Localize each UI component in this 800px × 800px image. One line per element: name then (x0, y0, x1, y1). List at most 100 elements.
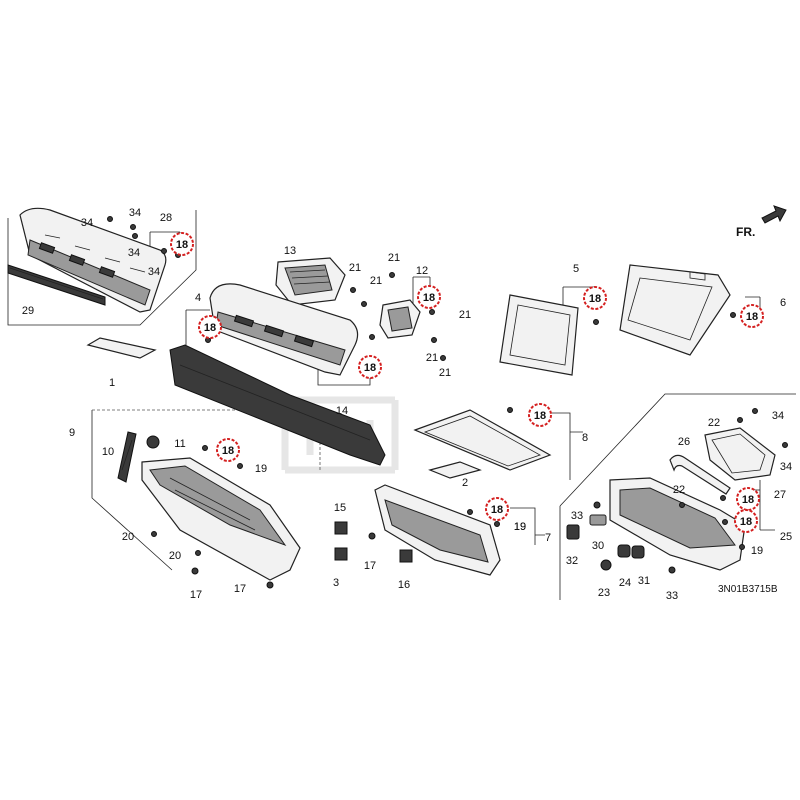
part-16-socket (399, 549, 413, 563)
part-12-vent (379, 299, 421, 339)
callout-21: 21 (349, 262, 361, 274)
callout-19: 19 (514, 521, 526, 533)
callout-18: 18 (589, 293, 601, 305)
callout-15: 15 (334, 502, 346, 514)
part-29-trim-strip (7, 264, 106, 306)
part-27-trim-bar (669, 454, 731, 495)
part-24-switch (617, 544, 631, 558)
highlight-ring (358, 355, 382, 379)
part-11-damper (146, 435, 160, 449)
part-10-handle (117, 431, 137, 483)
callout-1: 1 (109, 377, 115, 389)
highlight-ring (417, 285, 441, 309)
callout-31: 31 (638, 575, 650, 587)
part-1-pad (86, 337, 157, 359)
callout-29: 29 (22, 305, 34, 317)
callout-21: 21 (388, 252, 400, 264)
part-28-dash-panel (19, 207, 167, 313)
callout-18: 18 (491, 504, 503, 516)
part-32-switch (566, 524, 580, 540)
callout-17: 17 (190, 589, 202, 601)
callout-18: 18 (204, 322, 216, 334)
callout-19: 19 (751, 545, 763, 557)
highlight-ring (740, 304, 764, 328)
part-23-knob (600, 559, 612, 571)
part-14-lower-trim (169, 344, 386, 466)
callout-21: 21 (439, 367, 451, 379)
callout-2: 2 (462, 477, 468, 489)
callout-6: 6 (780, 297, 786, 309)
part-13-vent (275, 257, 346, 306)
callout-18: 18 (222, 445, 234, 457)
callout-19: 19 (514, 521, 526, 533)
callout-21: 21 (370, 275, 382, 287)
highlight-ring (583, 286, 607, 310)
callout-27: 27 (774, 489, 786, 501)
callout-24: 24 (619, 577, 631, 589)
socket-parts (146, 435, 413, 563)
callout-3: 3 (333, 577, 339, 589)
callout-20: 20 (169, 550, 181, 562)
part-2-pad (428, 461, 482, 479)
callout-34: 34 (148, 266, 160, 278)
part-5-display-bezel (499, 294, 579, 376)
part-8-center-panel (413, 409, 552, 471)
highlight-ring (736, 487, 760, 511)
callout-33: 33 (666, 590, 678, 602)
highlight-ring (170, 232, 194, 256)
callout-9: 9 (69, 427, 75, 439)
highlight-ring (734, 509, 758, 533)
callout-8: 8 (582, 432, 588, 444)
part-30-switch (589, 514, 607, 526)
callout-5: 5 (573, 263, 579, 275)
callout-18: 18 (423, 292, 435, 304)
part-3-socket (334, 547, 348, 561)
part-4-upper-trim (209, 283, 359, 376)
front-direction-indicator: FR. (736, 205, 787, 239)
callout-34: 34 (780, 461, 792, 473)
fasteners (107, 216, 788, 589)
callout-17: 17 (234, 583, 246, 595)
callout-30: 30 (592, 540, 604, 552)
callout-4: 4 (195, 292, 201, 304)
callout-20: 20 (122, 531, 134, 543)
callout-14: 14 (336, 405, 348, 417)
callout-34: 34 (129, 207, 141, 219)
part-26-meter-hood (704, 427, 776, 481)
callout-18: 18 (364, 362, 376, 374)
callout-18: 18 (740, 516, 752, 528)
callout-34: 34 (772, 410, 784, 422)
highlight-ring (485, 497, 509, 521)
callout-25: 25 (780, 531, 792, 543)
callout-32: 32 (566, 555, 578, 567)
front-label: FR. (736, 225, 755, 239)
highlight-ring (528, 403, 552, 427)
part-6-display-hood (619, 264, 731, 356)
part-9-glove-box (141, 457, 301, 581)
part-7-lower-panel (374, 484, 501, 576)
callout-21: 21 (426, 352, 438, 364)
switch-parts (566, 514, 645, 571)
callout-13: 13 (284, 245, 296, 257)
callout-16: 16 (398, 579, 410, 591)
callout-18: 18 (534, 410, 546, 422)
callout-21: 21 (459, 309, 471, 321)
callout-11: 11 (174, 438, 185, 450)
callout-10: 10 (102, 446, 114, 458)
callout-33: 33 (571, 510, 583, 522)
highlight-ring (198, 315, 222, 339)
callout-34: 34 (81, 217, 93, 229)
callout-17: 17 (364, 560, 376, 572)
callout-22: 22 (673, 484, 685, 496)
callout-34: 34 (128, 247, 140, 259)
part-15-socket (334, 521, 348, 535)
callout-18: 18 (176, 239, 188, 251)
callout-26: 26 (678, 436, 690, 448)
diagram-code: 3N01B3715B (718, 584, 778, 595)
part-31-switch (631, 545, 645, 559)
callout-18: 18 (742, 494, 754, 506)
highlight-ring (216, 438, 240, 462)
callout-7: 7 (545, 532, 551, 544)
